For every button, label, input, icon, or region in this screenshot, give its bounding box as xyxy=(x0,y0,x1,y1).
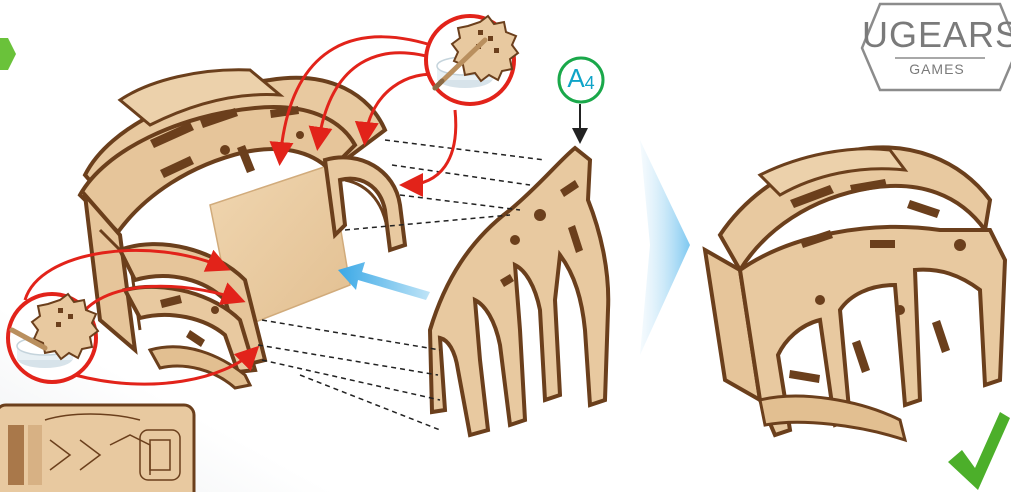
part-badge-number: 4 xyxy=(585,73,595,93)
glue-pot-icon xyxy=(8,294,98,382)
logo-brand: UGEARS xyxy=(862,14,1011,56)
completed-assembly xyxy=(705,147,1005,440)
glue-pot-icon xyxy=(426,16,518,104)
logo-subtitle: GAMES xyxy=(862,61,1011,77)
step-arrow-icon xyxy=(640,140,690,355)
direction-arrow-icon xyxy=(338,262,430,300)
panel-a4 xyxy=(430,148,608,435)
part-badge-letter: A xyxy=(567,63,584,93)
nav-next-icon[interactable] xyxy=(0,38,16,70)
checkmark-icon xyxy=(948,412,1010,490)
parts-sheet-thumbnail xyxy=(0,405,194,492)
part-badge-label: A4 xyxy=(557,63,605,94)
